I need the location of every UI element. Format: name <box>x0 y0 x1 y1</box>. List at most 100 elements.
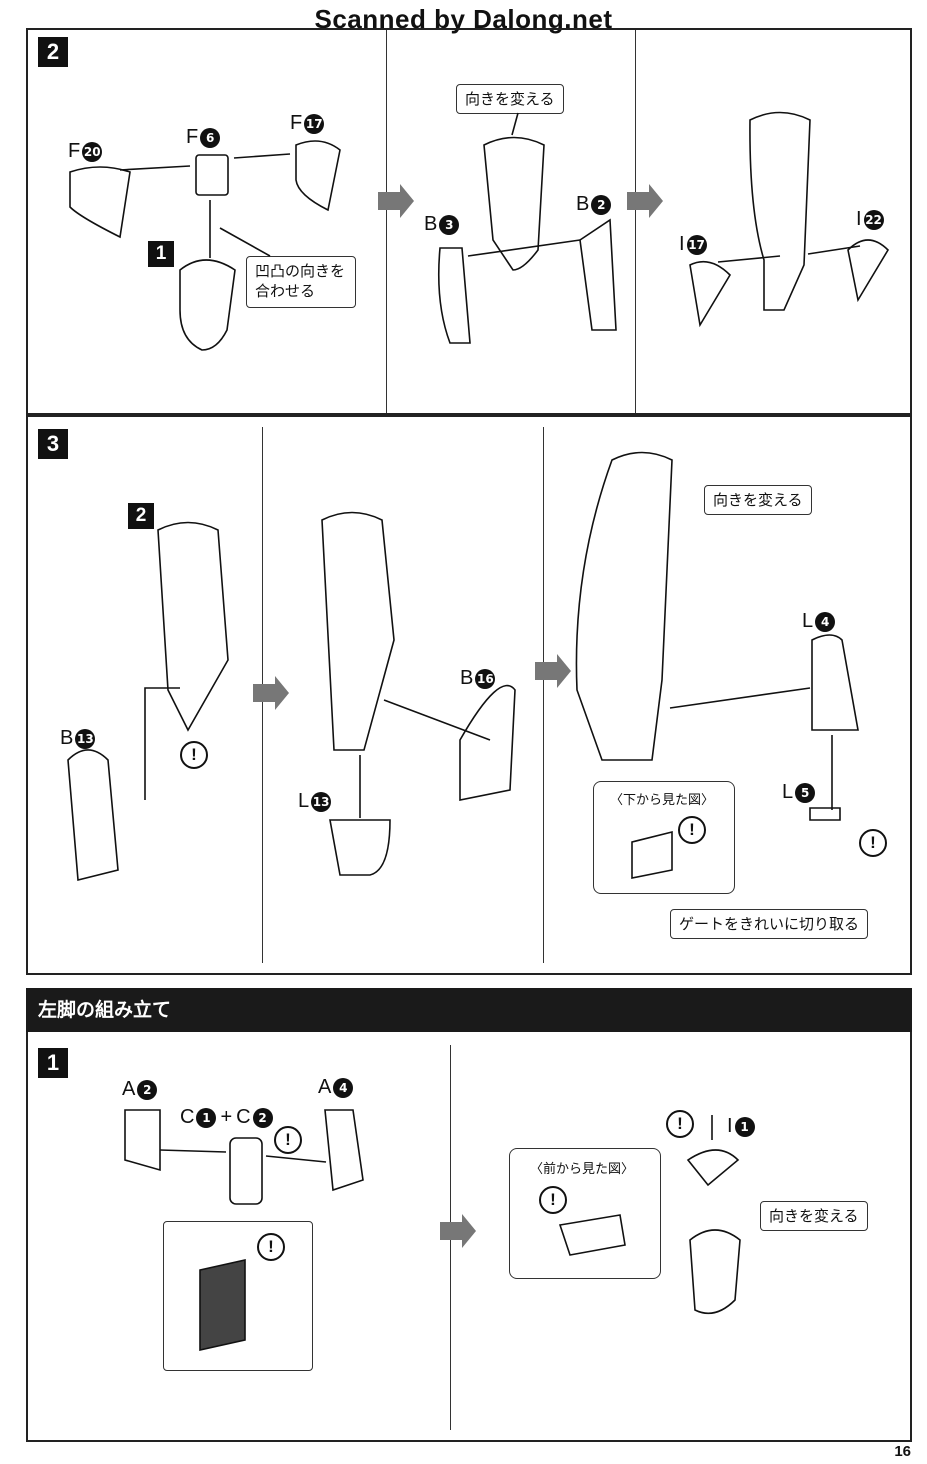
part-number-badge: 2 <box>137 1079 158 1100</box>
part-f17-shape <box>295 140 341 212</box>
part-letter: A <box>122 1078 136 1100</box>
part-letter: F <box>68 140 81 162</box>
part-letter: F <box>186 126 199 148</box>
caution-icon: ! <box>539 1186 567 1214</box>
plus-sign: + <box>220 1106 233 1128</box>
front-view-part-shape <box>558 1214 626 1256</box>
leg-step3b-shape <box>321 511 395 751</box>
part-b3-shape <box>437 247 471 344</box>
part-a2-shape <box>124 1109 161 1172</box>
part-number-badge: 4 <box>333 1077 354 1098</box>
part-number-badge: 17 <box>304 113 325 134</box>
section-title-left-leg: 左脚の組み立て <box>26 988 912 1032</box>
process-arrow-icon <box>378 184 414 218</box>
part-label-a2: A 2 <box>122 1078 158 1101</box>
part-label-b13: B 13 <box>60 727 96 750</box>
caution-icon: ! <box>274 1126 302 1154</box>
part-label-l5: L 5 <box>782 781 816 804</box>
part-label-a4: A 4 <box>318 1076 354 1099</box>
part-letter: I <box>856 208 862 230</box>
part-number-badge: 4 <box>815 611 836 632</box>
part-b16-shape <box>459 684 516 801</box>
part-letter: B <box>460 667 474 689</box>
part-label-i22: I 22 <box>856 208 884 231</box>
part-i17-shape <box>689 260 732 328</box>
page-number: 16 <box>894 1443 911 1460</box>
process-arrow-icon <box>627 184 663 218</box>
part-l4-shape <box>811 634 859 731</box>
leg-assembled-shape <box>749 111 811 311</box>
note-line-2: 合わせる <box>255 282 316 301</box>
step3-panel <box>26 415 912 975</box>
part-label-b16: B 16 <box>460 667 496 690</box>
caution-icon: ! <box>666 1110 694 1138</box>
front-view-title: 〈前から見た図〉 <box>530 1162 635 1177</box>
part-letter: A <box>318 1076 332 1098</box>
part-label-i1: I 1 <box>727 1115 755 1138</box>
part-b13-shape <box>67 749 119 882</box>
process-arrow-icon <box>253 676 289 710</box>
part-letter: C <box>236 1106 251 1128</box>
part-label-l13: L 13 <box>298 790 332 813</box>
process-arrows <box>253 184 663 1248</box>
part-f20-shape <box>69 166 131 239</box>
step2-number: 2 <box>38 37 68 67</box>
step2-divider-2 <box>635 30 636 413</box>
left-leg-step1-panel <box>26 1032 912 1442</box>
caution-icon: ! <box>859 829 887 857</box>
leg-joint-shape <box>179 259 236 351</box>
step2-panel <box>26 28 912 415</box>
part-letter: B <box>424 213 438 235</box>
part-letter: C <box>180 1106 195 1128</box>
leg-step3-shape <box>157 521 229 732</box>
part-letter: B <box>60 727 74 749</box>
part-number-badge: 22 <box>863 209 884 230</box>
part-c1-c2-shape <box>229 1137 263 1205</box>
part-letter: F <box>290 112 303 134</box>
align-notch-note: 凹凸の向きを 合わせる <box>246 256 356 308</box>
gate-cut-note: ゲートをきれいに切り取る <box>670 909 869 940</box>
step3-number: 3 <box>38 429 68 459</box>
part-letter: L <box>802 610 814 632</box>
bottom-view-part-shape <box>631 830 673 879</box>
leg-step3c-shape <box>575 451 673 761</box>
part-label-i17: I 17 <box>679 233 707 256</box>
part-letter: I <box>727 1115 733 1137</box>
step3-substep-ref: 2 <box>128 503 154 529</box>
note-line-1: 凹凸の向きを <box>255 262 346 280</box>
part-label-f20: F 20 <box>68 140 103 163</box>
upper-leg-shape <box>483 136 545 271</box>
part-label-l4: L 4 <box>802 610 836 633</box>
part-a4-shape <box>324 1109 364 1192</box>
part-label-b3: B 3 <box>424 213 460 236</box>
part-number-badge: 13 <box>311 791 332 812</box>
part-label-c1-c2: C 1 + C 2 <box>180 1106 273 1129</box>
step3-divider-2 <box>543 427 544 963</box>
process-arrow-icon <box>440 1214 476 1248</box>
turn-around-note: 向きを変える <box>456 84 564 115</box>
part-f6-shape <box>195 154 229 196</box>
part-number-badge: 13 <box>75 728 96 749</box>
caution-icon: ! <box>678 816 706 844</box>
part-label-f17: F 17 <box>290 112 325 135</box>
part-number-badge: 2 <box>591 194 612 215</box>
left-leg-step-number: 1 <box>38 1048 68 1078</box>
part-label-b2: B 2 <box>576 193 612 216</box>
step2-substep-ref: 1 <box>148 241 174 267</box>
part-letter: L <box>782 781 794 803</box>
front-view-box <box>509 1148 661 1279</box>
joint-shape <box>689 1229 741 1315</box>
part-letter: I <box>679 233 685 255</box>
bottom-view-box <box>593 781 735 894</box>
part-l13-shape <box>329 819 391 876</box>
part-i1-shape <box>686 1149 740 1187</box>
step2-divider-1 <box>386 30 387 413</box>
part-b2-shape <box>579 218 617 331</box>
part-number-badge: 17 <box>686 234 707 255</box>
part-label-f6: F 6 <box>186 126 221 149</box>
part-number-badge: 1 <box>196 1107 217 1128</box>
part-number-badge: 3 <box>439 214 460 235</box>
turn-around-note-step3: 向きを変える <box>704 485 812 516</box>
part-l5-shape <box>809 807 841 821</box>
